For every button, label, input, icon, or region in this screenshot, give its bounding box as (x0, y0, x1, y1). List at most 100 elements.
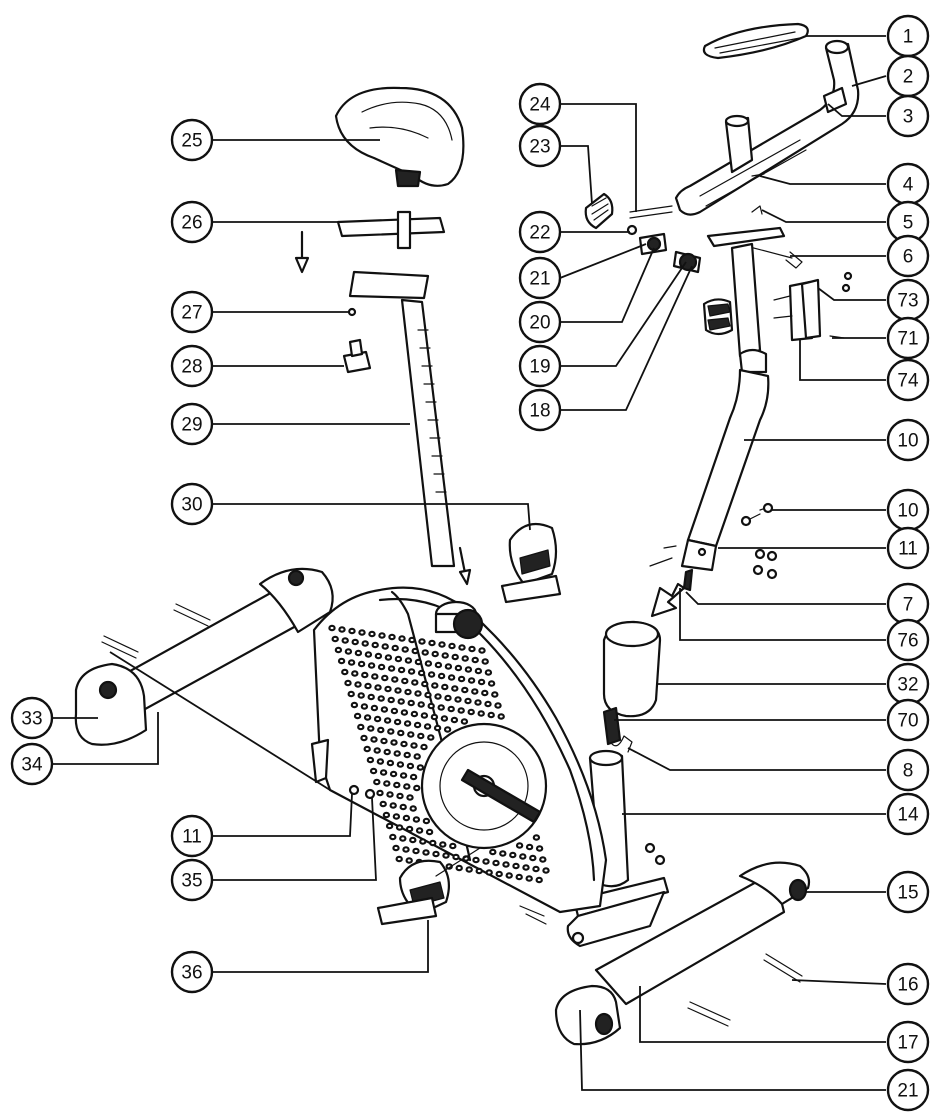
vent-hole (405, 825, 414, 833)
vent-hole (391, 676, 399, 683)
vent-hole (387, 728, 395, 735)
vent-hole (353, 712, 362, 720)
vent-hole (383, 748, 391, 756)
vent-hole (379, 769, 388, 776)
vent-hole (457, 707, 465, 714)
vent-hole (374, 652, 383, 660)
vent-hole (492, 859, 500, 867)
vent-hole (404, 657, 413, 664)
vent-hole (505, 872, 513, 879)
vent-hole (438, 641, 446, 648)
post-cover-part (602, 620, 662, 718)
vent-hole (397, 666, 406, 674)
vent-hole (472, 856, 480, 864)
vent-hole (337, 657, 346, 665)
callout-34-label: 34 (21, 755, 43, 776)
vent-hole (363, 714, 372, 721)
vent-hole (401, 646, 409, 653)
vent-hole (457, 675, 466, 683)
callout-5-label: 5 (903, 213, 914, 234)
vent-hole (368, 630, 376, 638)
vent-hole (451, 685, 459, 692)
vent-hole (489, 848, 497, 856)
vent-hole (441, 683, 449, 691)
vent-hole (420, 712, 429, 719)
vent-hole (451, 653, 459, 661)
vent-hole (403, 720, 412, 727)
vent-hole (414, 690, 422, 697)
vent-hole (350, 701, 359, 709)
vent-hole (393, 781, 401, 789)
vent-hole (424, 691, 432, 699)
callout-35: 35 (170, 858, 214, 902)
vent-hole (399, 772, 408, 779)
vent-hole (535, 845, 544, 852)
callout-3-label: 3 (903, 107, 914, 128)
vent-hole (392, 813, 401, 820)
vent-hole (437, 704, 445, 711)
vent-hole (474, 699, 482, 706)
vent-hole (487, 680, 496, 687)
vent-hole (509, 851, 517, 859)
vent-hole (371, 641, 379, 649)
vent-hole (402, 814, 411, 822)
vent-hole (443, 726, 452, 733)
callout-35-label: 35 (181, 871, 202, 892)
vent-hole (393, 718, 402, 726)
vent-hole (380, 706, 389, 713)
callout-70-label: 70 (897, 711, 918, 732)
callout-20-label: 20 (529, 313, 550, 334)
bike-parts-drawing (74, 22, 860, 1046)
vent-hole (384, 654, 393, 661)
handlebar-post-upper (702, 242, 768, 374)
callout-4-label: 4 (903, 175, 914, 196)
callout-29: 29 (170, 402, 214, 446)
vent-hole (444, 663, 453, 670)
callout-18-label: 18 (529, 401, 550, 422)
vent-hole (374, 684, 382, 691)
callout-25: 25 (170, 118, 214, 162)
callout-14: 14 (886, 792, 930, 836)
seat-knob-part (342, 338, 372, 374)
vent-hole (478, 647, 486, 654)
vent-hole (378, 632, 386, 639)
vent-hole (388, 633, 396, 641)
callout-32: 32 (886, 662, 930, 706)
vent-hole (390, 707, 399, 715)
callout-10-bolt-label: 10 (897, 501, 918, 522)
vent-hole (370, 704, 379, 712)
callout-8-label: 8 (903, 761, 914, 782)
vent-hole (369, 767, 378, 775)
callout-76: 76 (886, 618, 930, 662)
vent-hole (415, 827, 424, 834)
vent-hole (392, 844, 400, 852)
vent-hole (417, 701, 425, 708)
vent-hole (430, 713, 439, 721)
vent-hole (529, 854, 537, 862)
vent-hole (413, 784, 421, 792)
console-cover-part (702, 22, 809, 60)
vent-hole (351, 670, 359, 677)
vent-hole (539, 856, 547, 863)
vent-hole (394, 655, 403, 663)
vent-hole (439, 841, 447, 848)
vent-hole (461, 686, 469, 694)
vent-hole (373, 747, 381, 754)
callout-73-label: 73 (897, 291, 918, 312)
vent-hole (406, 762, 415, 770)
console-bracket-part (773, 271, 853, 342)
vent-hole (455, 864, 463, 872)
callout-74: 74 (886, 358, 930, 402)
vent-hole (386, 759, 395, 767)
vent-hole (471, 688, 479, 695)
callout-24: 24 (518, 82, 562, 126)
callout-23-label: 23 (529, 137, 550, 158)
callout-32-label: 32 (897, 675, 918, 696)
callout-71-label: 71 (897, 329, 918, 350)
vent-hole (485, 869, 493, 876)
adjustment-knob-assembly (584, 192, 702, 274)
vent-hole (407, 731, 415, 738)
vent-hole (447, 705, 455, 713)
vent-hole (398, 635, 406, 642)
housing-vent-pattern (328, 624, 550, 884)
